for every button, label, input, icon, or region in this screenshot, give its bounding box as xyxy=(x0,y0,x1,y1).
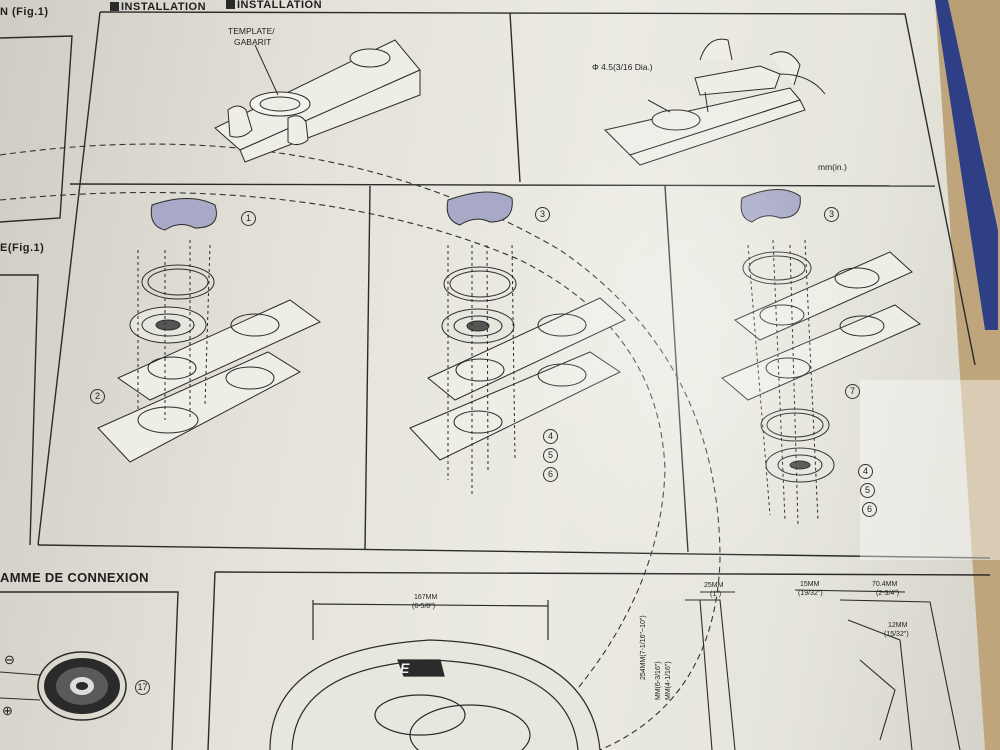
side-in-label: (19/32") xyxy=(798,590,823,597)
mounting-step-c xyxy=(721,189,921,526)
grille-cover xyxy=(446,191,513,226)
width-mm-label: 167MM xyxy=(414,594,438,601)
callout-4: 4 xyxy=(543,429,558,444)
connection-speaker xyxy=(0,651,127,721)
installation-heading-fr: INSTALLATION xyxy=(226,0,322,11)
mounting-step-b xyxy=(409,191,626,495)
speaker-front-view xyxy=(269,600,601,750)
speaker-side-views xyxy=(685,589,961,750)
callout-3: 3 xyxy=(824,207,839,222)
negative-terminal-icon: ⊖ xyxy=(4,652,15,667)
callout-2: 2 xyxy=(90,389,105,404)
overall-in-label: (2-3/4") xyxy=(876,590,900,597)
callout-5: 5 xyxy=(860,483,875,498)
depth-mm-label: 25MM xyxy=(704,582,724,589)
hole-size-label: Φ 4.5(3/16 Dia.) xyxy=(592,62,653,72)
unit-label: mm(in.) xyxy=(818,162,847,172)
figure-label-left: E(Fig.1) xyxy=(0,242,45,254)
grille-cover xyxy=(740,189,801,223)
panel-frames xyxy=(0,11,991,750)
callout-4: 4 xyxy=(858,464,873,479)
height-label-a: 254MM(7-1/16"~10") xyxy=(640,615,647,680)
installation-heading-en: INSTALLATION xyxy=(110,1,206,13)
depth-in-label: (1") xyxy=(710,591,722,598)
callout-17: 17 xyxy=(135,680,150,695)
height-label-c: MM(4-1/16") xyxy=(665,661,672,700)
template-step-drawing xyxy=(214,39,421,163)
inner-in-label: (15/32") xyxy=(884,631,909,638)
callout-3: 3 xyxy=(535,207,550,222)
overall-mm-label: 70.4MM xyxy=(872,581,898,588)
positive-terminal-icon: ⊕ xyxy=(2,703,13,718)
callout-6: 6 xyxy=(862,502,877,517)
callout-5: 5 xyxy=(543,448,558,463)
connection-diagram-title: AMME DE CONNEXION xyxy=(0,570,149,585)
blue-binding xyxy=(935,0,998,330)
drill-step-drawing xyxy=(604,38,826,166)
callout-1: 1 xyxy=(241,211,256,226)
template-label: TEMPLATE/ xyxy=(228,26,275,36)
inner-mm-label: 12MM xyxy=(888,622,908,629)
grille-cover xyxy=(150,198,217,231)
brand-logo: E xyxy=(400,660,410,676)
callout-6: 6 xyxy=(543,467,558,482)
height-label-b: MM(6-3/16") xyxy=(655,661,662,700)
side-mm-label: 15MM xyxy=(800,581,820,588)
width-in-label: (6-5/8") xyxy=(412,603,436,610)
callout-7: 7 xyxy=(845,384,860,399)
figure-label-top: N (Fig.1) xyxy=(0,6,49,18)
gabarit-label: GABARIT xyxy=(234,37,272,47)
dashed-cutout-outline xyxy=(0,143,721,750)
mounting-step-a xyxy=(97,198,321,463)
